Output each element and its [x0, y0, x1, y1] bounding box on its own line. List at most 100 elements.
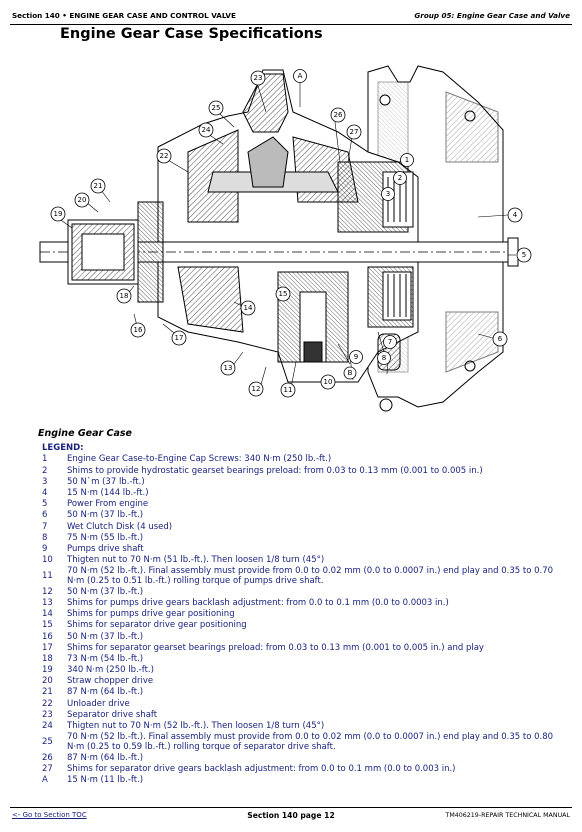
legend-text: Shims for separator drive gear positioni…	[67, 620, 247, 631]
callout-10: 10	[320, 374, 336, 390]
legend-item: 14 Shims for pumps drive gear positioning	[42, 609, 572, 620]
legend-text: Pumps drive shaft	[67, 543, 144, 554]
callout-23: 23	[250, 70, 266, 86]
callout-20: 20	[74, 192, 90, 208]
header-divider	[10, 24, 572, 25]
legend-key: 4	[42, 488, 48, 499]
legend-key: 24	[42, 721, 53, 732]
legend-text: 50 N`m (37 lb.-ft.)	[67, 476, 145, 487]
legend-text: Shims for separator gearset bearings pre…	[67, 642, 484, 653]
svg-text:26: 26	[334, 111, 343, 119]
callout-27: 27	[346, 124, 362, 140]
legend-item: 17 Shims for separator gearset bearings p…	[42, 642, 572, 653]
svg-text:11: 11	[284, 386, 293, 394]
legend-text: Thigten nut to 70 N·m (52 lb.-ft.). Then…	[67, 721, 325, 732]
legend-text: Shims for pumps drive gear positioning	[67, 609, 235, 620]
svg-text:13: 13	[224, 364, 233, 372]
legend-text: 87 N·m (64 lb.-ft.)	[67, 752, 144, 763]
callout-26: 26	[330, 107, 346, 123]
header-group-title: Group 05: Engine Gear Case and Valve	[414, 11, 570, 20]
callout-11: 11	[280, 382, 296, 398]
header-section-title: Section 140 • ENGINE GEAR CASE AND CONTR…	[12, 11, 236, 20]
svg-text:4: 4	[513, 211, 518, 219]
legend-key: 9	[42, 543, 48, 554]
callout-5: 5	[516, 247, 532, 263]
legend-key: 7	[42, 521, 48, 532]
svg-text:B: B	[348, 369, 353, 377]
callout-2: 2	[393, 171, 407, 185]
callout-21: 21	[90, 178, 106, 194]
gear-case-diagram: 23 A 26 27 25 24 22 21 20 19 1 2 3 4 5 6…	[39, 65, 532, 412]
svg-text:9: 9	[354, 353, 358, 361]
svg-text:2: 2	[398, 174, 402, 182]
callout-19: 19	[50, 206, 66, 222]
legend-text: 70 N·m (52 lb.-ft.). Final assembly must…	[67, 731, 554, 752]
legend-item: 4 15 N·m (144 lb.-ft.)	[42, 488, 572, 499]
svg-text:25: 25	[212, 104, 221, 112]
callout-14: 14	[240, 300, 256, 316]
svg-text:1: 1	[405, 156, 409, 164]
legend-item: 9 Pumps drive shaft	[42, 544, 572, 555]
callout-13: 13	[220, 360, 236, 376]
callout-8: 8	[377, 351, 391, 365]
page-title: Engine Gear Case Specifications	[60, 26, 323, 42]
legend-key: 21	[42, 687, 53, 698]
legend-key: 17	[42, 642, 53, 653]
legend-key: 2	[42, 465, 48, 476]
legend-key: 25	[42, 736, 53, 747]
legend-text: Straw chopper drive	[67, 676, 154, 687]
svg-text:8: 8	[382, 354, 386, 362]
svg-text:16: 16	[134, 326, 143, 334]
legend-text: 50 N·m (37 lb.-ft.)	[67, 510, 144, 521]
callout-24: 24	[198, 122, 214, 138]
legend-key: 27	[42, 763, 53, 774]
callout-A-top: A	[293, 69, 307, 83]
legend-key: 22	[42, 698, 53, 709]
legend-key: 14	[42, 609, 53, 620]
legend-text: Shims to provide hydrostatic gearset bea…	[67, 465, 483, 476]
legend-text: Engine Gear Case-to-Engine Cap Screws: 3…	[67, 454, 332, 465]
legend-item: 3 50 N`m (37 lb.-ft.)	[42, 476, 572, 487]
legend-text: 75 N·m (55 lb.-ft.)	[67, 532, 144, 543]
legend-text: Unloader drive	[67, 698, 130, 709]
callout-22: 22	[156, 148, 172, 164]
legend-text: 15 N·m (144 lb.-ft.)	[67, 488, 149, 499]
callout-17: 17	[171, 330, 187, 346]
svg-text:21: 21	[94, 182, 103, 190]
legend-text: 87 N·m (64 lb.-ft.)	[67, 687, 144, 698]
svg-text:A: A	[298, 72, 303, 80]
svg-text:3: 3	[386, 190, 390, 198]
svg-text:14: 14	[244, 304, 253, 312]
callout-3: 3	[381, 187, 395, 201]
callout-9: 9	[349, 350, 363, 364]
svg-text:24: 24	[202, 126, 211, 134]
svg-text:12: 12	[252, 385, 261, 393]
legend-key: 10	[42, 555, 53, 566]
legend-text: 50 N·m (37 lb.-ft.)	[67, 631, 144, 642]
svg-text:23: 23	[254, 74, 263, 82]
figure-caption: Engine Gear Case	[38, 428, 132, 439]
svg-text:27: 27	[350, 128, 359, 136]
legend-key: A	[42, 774, 48, 785]
legend-item: 21 87 N·m (64 lb.-ft.)	[42, 687, 572, 698]
svg-text:20: 20	[78, 196, 87, 204]
callout-B: B	[343, 366, 357, 380]
svg-text:5: 5	[522, 251, 526, 259]
legend-text: 340 N·m (250 lb.-ft.)	[67, 665, 154, 676]
legend-key: 3	[42, 476, 48, 487]
footer-divider	[10, 807, 572, 808]
svg-text:22: 22	[160, 152, 169, 160]
go-to-section-toc-link[interactable]: <- Go to Section TOC	[12, 811, 87, 819]
